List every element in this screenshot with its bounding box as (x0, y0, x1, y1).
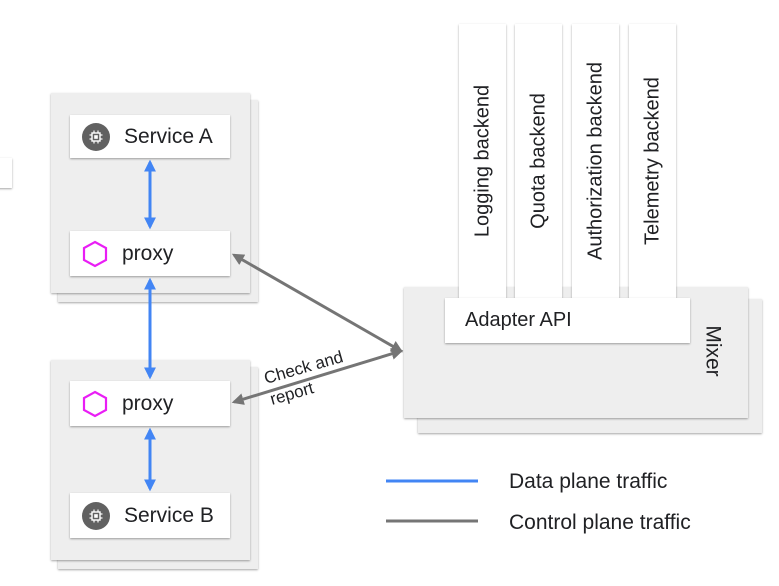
proxy-top-box: proxy (70, 231, 230, 276)
service-b-label: Service B (124, 503, 214, 527)
legend-control-plane-label: Control plane traffic (509, 511, 691, 534)
proxy-bottom-box: proxy (70, 381, 230, 426)
adapter-api-box: Adapter API (445, 298, 690, 343)
backend-authorization: Authorization backend (572, 24, 619, 298)
backend-logging: Logging backend (459, 24, 506, 298)
service-a-label: Service A (124, 124, 213, 148)
hexagon-icon (82, 240, 108, 267)
control-plane-arrow-bottom (231, 348, 404, 405)
adapter-api-label: Adapter API (465, 309, 572, 331)
legend-data-plane-label: Data plane traffic (509, 470, 668, 493)
edge-fragment (0, 158, 12, 188)
proxy-bottom-label: proxy (122, 391, 174, 415)
chip-icon (82, 501, 110, 530)
control-plane-arrow-top (231, 253, 404, 353)
backend-telemetry: Telemetry backend (629, 24, 676, 298)
service-a-box: Service A (70, 115, 230, 158)
proxy-top-label: proxy (122, 241, 174, 265)
backend-quota: Quota backend (515, 24, 562, 298)
service-b-box: Service B (70, 493, 230, 538)
chip-icon (82, 122, 110, 151)
hexagon-icon (82, 390, 108, 417)
